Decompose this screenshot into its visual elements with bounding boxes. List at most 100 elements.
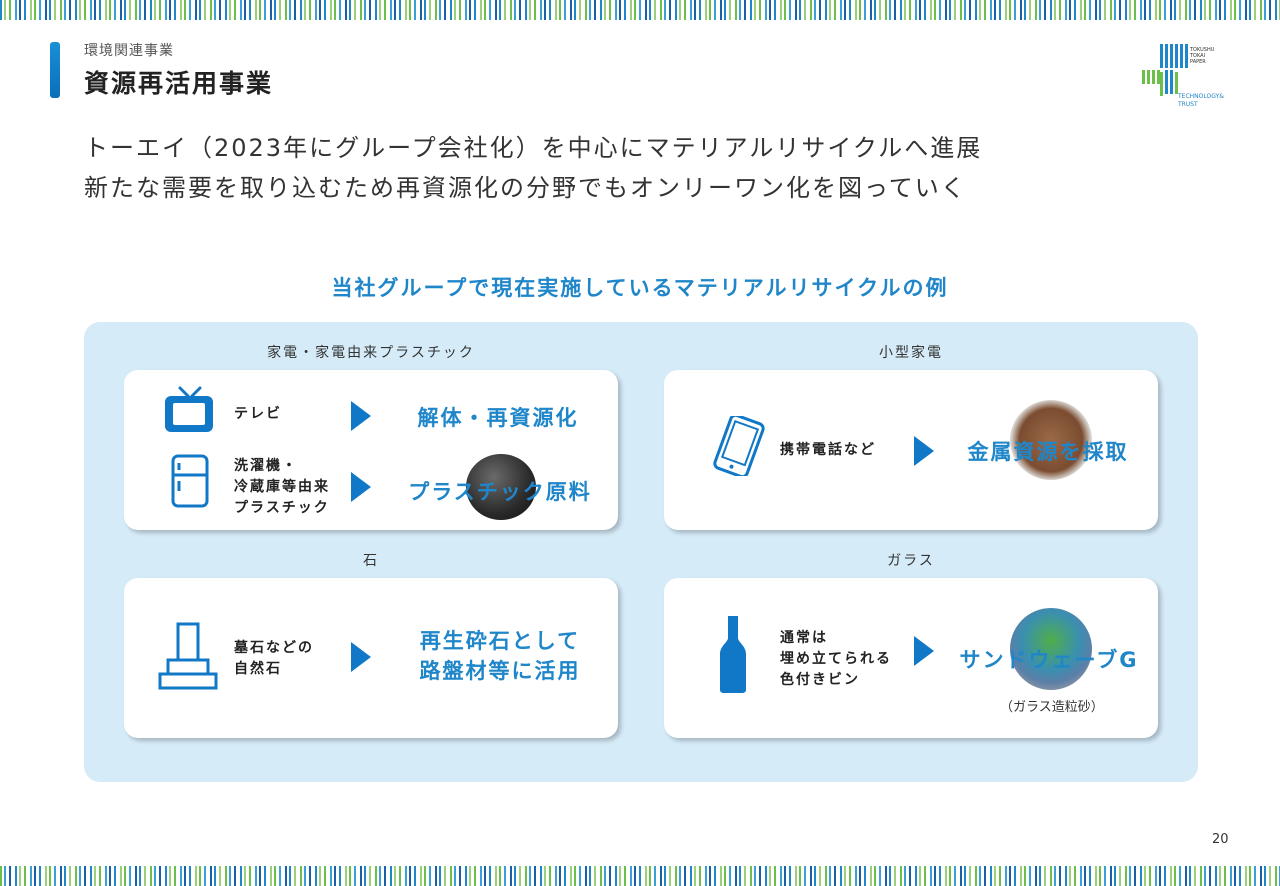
stripe-bar	[589, 866, 591, 886]
stripe-bar	[684, 0, 686, 20]
stripe-bar	[1159, 866, 1161, 886]
stripe-bar	[249, 0, 251, 20]
stripe-bar	[1059, 866, 1061, 886]
stripe-bar	[1155, 866, 1157, 886]
stripe-bar	[939, 0, 941, 20]
stripe-bar	[1065, 866, 1067, 886]
stripe-bar	[204, 0, 206, 20]
stripe-bar	[30, 866, 32, 886]
fridge-label: 洗濯機・ 冷蔵庫等由来 プラスチック	[234, 456, 330, 519]
stripe-bar	[594, 0, 596, 20]
stripe-bar	[480, 866, 482, 886]
stripe-bar	[45, 866, 47, 886]
stripe-bar	[204, 866, 206, 886]
stripe-bar	[1224, 866, 1226, 886]
stripe-bar	[514, 866, 516, 886]
stripe-bar	[819, 866, 821, 886]
stripe-bar	[0, 866, 2, 886]
stripe-bar	[909, 0, 911, 20]
stripe-bar	[420, 866, 422, 886]
stripe-bar	[150, 0, 152, 20]
stripe-bar	[225, 866, 227, 886]
stripe-bar	[1194, 0, 1196, 20]
stripe-bar	[339, 866, 341, 886]
stripe-bar	[579, 0, 581, 20]
stripe-bar	[540, 866, 542, 886]
stripe-bar	[909, 866, 911, 886]
stripe-bar	[369, 0, 371, 20]
stripe-bar	[894, 866, 896, 886]
stripe-bar	[1204, 866, 1206, 886]
stripe-bar	[829, 0, 831, 20]
stripe-bar	[334, 866, 336, 886]
stripe-bar	[165, 0, 167, 20]
stripe-bar	[664, 0, 666, 20]
stripe-bar	[525, 866, 527, 886]
stripe-bar	[574, 866, 576, 886]
stripe-bar	[1245, 866, 1247, 886]
stripe-bar	[234, 0, 236, 20]
smartphone-icon	[713, 416, 765, 476]
stripe-bar	[1119, 866, 1121, 886]
stripe-bar	[1110, 866, 1112, 886]
stripe-bar	[90, 0, 92, 20]
stripe-bar	[139, 866, 141, 886]
stripe-bar	[795, 866, 797, 886]
stripe-bar	[1050, 0, 1052, 20]
stripe-bar	[664, 866, 666, 886]
stripe-bar	[714, 0, 716, 20]
stripe-bar	[69, 866, 71, 886]
stripe-bar	[454, 866, 456, 886]
stripe-bar	[855, 0, 857, 20]
stripe-bar	[514, 0, 516, 20]
stripe-bar	[504, 866, 506, 886]
stripe-bar	[289, 866, 291, 886]
stripe-bar	[354, 866, 356, 886]
logo-text-1: TOKUSHU	[1189, 47, 1215, 53]
stripe-bar	[930, 0, 932, 20]
stripe-bar	[99, 866, 101, 886]
stripe-bar	[279, 866, 281, 886]
stripe-bar	[360, 0, 362, 20]
stripe-bar	[210, 866, 212, 886]
stripe-bar	[870, 0, 872, 20]
stripe-bar	[294, 0, 296, 20]
stripe-bar	[1119, 0, 1121, 20]
stripe-bar	[319, 0, 321, 20]
stripe-bar	[109, 0, 111, 20]
stripe-bar	[259, 866, 261, 886]
stripe-bar	[585, 0, 587, 20]
stripe-bar	[1215, 866, 1217, 886]
stripe-bar	[1080, 866, 1082, 886]
stripe-bar	[1254, 866, 1256, 886]
phone-label: 携帯電話など	[780, 442, 876, 458]
stripe-bar	[804, 866, 806, 886]
stripe-bar	[979, 866, 981, 886]
stripe-bar	[489, 866, 491, 886]
stripe-bar	[1125, 0, 1127, 20]
stripe-bar	[739, 866, 741, 886]
stripe-bar	[570, 0, 572, 20]
stripe-bar	[384, 866, 386, 886]
stripe-bar	[765, 866, 767, 886]
stripe-bar	[859, 866, 861, 886]
stripe-bar	[195, 0, 197, 20]
stripe-bar	[64, 0, 66, 20]
stripe-bar	[679, 0, 681, 20]
stripe-bar	[4, 866, 6, 886]
stone-label: 墓石などの 自然石	[234, 638, 314, 680]
stripe-bar	[900, 866, 902, 886]
stripe-bar	[615, 0, 617, 20]
stripe-bar	[174, 866, 176, 886]
header-accent-bar	[50, 42, 60, 98]
stripe-bar	[690, 0, 692, 20]
stripe-bar	[9, 866, 11, 886]
stripe-bar	[39, 0, 41, 20]
stripe-bar	[949, 866, 951, 886]
stripe-bar	[379, 0, 381, 20]
stripe-bar	[1029, 866, 1031, 886]
stripe-bar	[1089, 0, 1091, 20]
stripe-bar	[375, 0, 377, 20]
stripe-bar	[264, 0, 266, 20]
stripe-bar	[124, 0, 126, 20]
